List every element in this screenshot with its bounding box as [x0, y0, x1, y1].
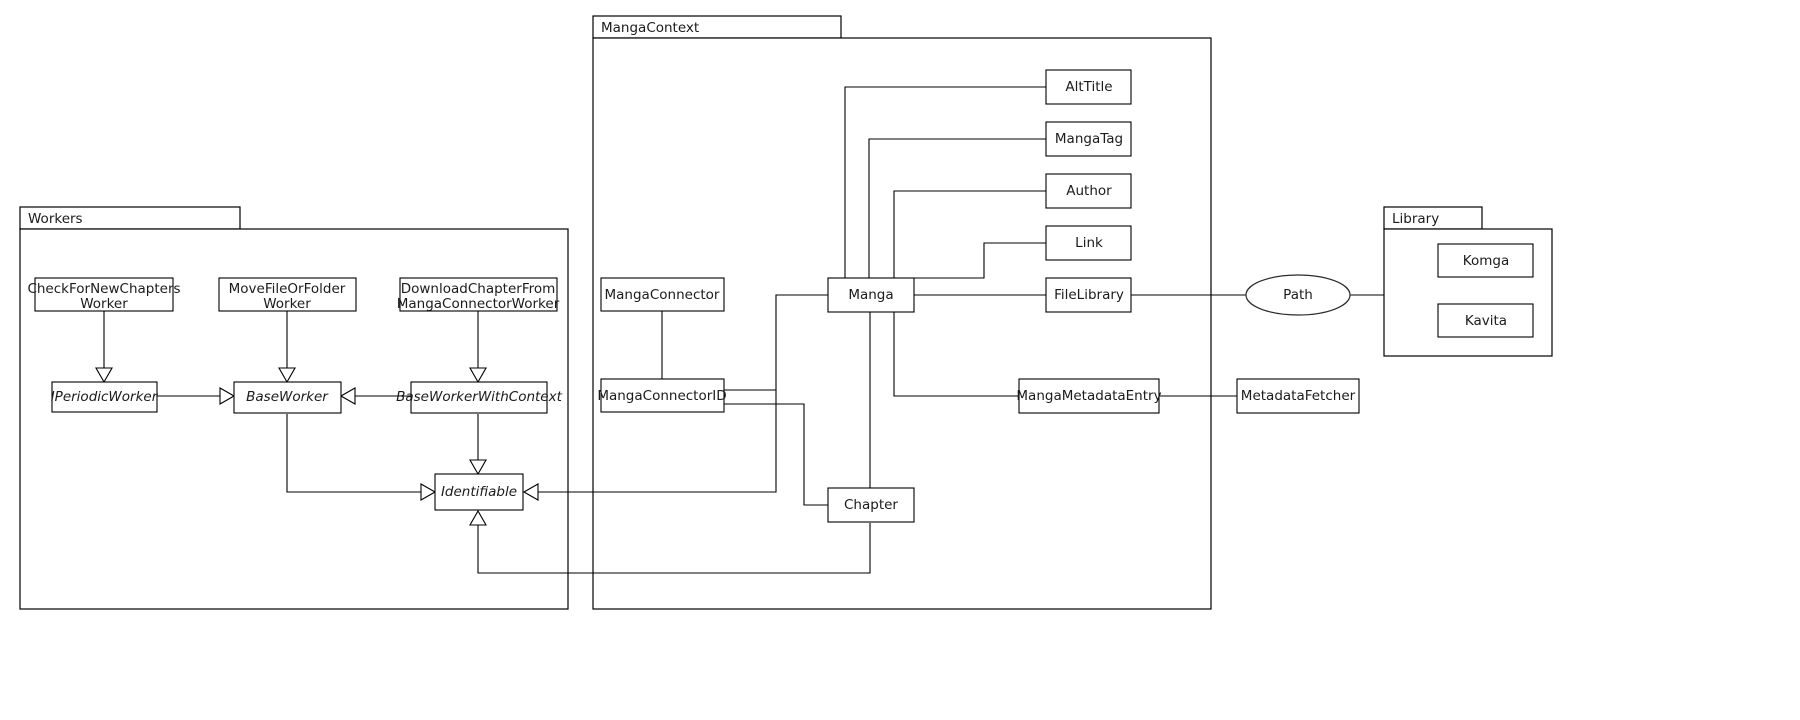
package-workers-label: Workers: [28, 211, 83, 227]
class-box[interactable]: [1045, 225, 1132, 261]
edge-manga-to-author: [893, 190, 1046, 278]
class-link[interactable]: Link: [1045, 225, 1132, 261]
class-komga[interactable]: Komga: [1437, 243, 1534, 278]
class-identifiable[interactable]: Identifiable: [434, 473, 524, 511]
class-label-line2: MangaConnectorWorker: [397, 296, 560, 312]
package-mangacontext-label: MangaContext: [601, 20, 699, 36]
class-label-line1: MangaConnectorID: [597, 388, 726, 404]
class-box[interactable]: [1045, 121, 1132, 157]
class-box[interactable]: [1437, 243, 1534, 278]
arrowhead-baseworker-top: [278, 367, 296, 384]
class-box[interactable]: [1045, 277, 1132, 313]
class-label-line1: FileLibrary: [1054, 287, 1124, 303]
class-filelibrary[interactable]: FileLibrary: [1045, 277, 1132, 313]
class-box[interactable]: [1236, 378, 1360, 414]
edge-chapter-to-identifiable: [477, 519, 871, 574]
path-label: Path: [1283, 287, 1313, 303]
edge-mangaconnectorid-to-manga: [724, 294, 828, 391]
class-mangametadataentry[interactable]: MangaMetadataEntry: [1016, 378, 1162, 414]
path-ellipse[interactable]: [1245, 274, 1351, 316]
class-box[interactable]: [399, 277, 558, 312]
arrowhead-layer: [95, 367, 539, 526]
arrowhead-identifiable-bottom: [469, 509, 487, 526]
class-mangaconnectorid[interactable]: MangaConnectorID: [597, 378, 727, 413]
class-label-line1: Kavita: [1465, 313, 1507, 329]
class-metadatafetcher[interactable]: MetadataFetcher: [1236, 378, 1360, 414]
class-move-file-or-folder-worker[interactable]: MoveFileOrFolder Worker: [218, 277, 357, 312]
class-label-line1: MangaTag: [1055, 131, 1123, 147]
class-kavita[interactable]: Kavita: [1437, 303, 1534, 338]
class-box[interactable]: [827, 277, 915, 313]
arrowhead-baseworker-right: [339, 387, 356, 405]
class-label-line1: MangaConnector: [605, 287, 720, 303]
arrowhead-identifiable-top: [469, 459, 487, 476]
arrowhead-iperiodicworker-top: [95, 367, 113, 384]
class-baseworker[interactable]: BaseWorker: [233, 381, 342, 414]
class-box[interactable]: [410, 381, 548, 414]
edge-layer: [103, 86, 1384, 574]
class-box[interactable]: [1045, 69, 1132, 105]
class-box[interactable]: [600, 378, 725, 413]
class-box[interactable]: [434, 473, 524, 511]
arrowhead-baseworker-left: [219, 387, 236, 405]
class-alttitle[interactable]: AltTitle: [1045, 69, 1132, 105]
class-download-chapter-from-manga-connector-worker[interactable]: DownloadChapterFrom MangaConnectorWorker: [397, 277, 560, 312]
class-label-line1: MoveFileOrFolder: [229, 281, 346, 297]
class-label-line1: CheckForNewChapters: [27, 281, 180, 297]
class-label-line1: DownloadChapterFrom: [401, 281, 556, 297]
class-box[interactable]: [1437, 303, 1534, 338]
class-mangatag[interactable]: MangaTag: [1045, 121, 1132, 157]
class-box[interactable]: [1018, 378, 1160, 414]
edge-manga-to-link: [914, 242, 1046, 279]
class-label-line2: Worker: [263, 296, 311, 312]
class-box[interactable]: [218, 277, 357, 312]
class-label-line1: Manga: [848, 287, 893, 303]
class-label-line1: IPeriodicWorker: [51, 389, 159, 405]
class-baseworkerwithcontext[interactable]: BaseWorkerWithContext: [396, 381, 563, 414]
arrowhead-identifiable-left: [420, 483, 437, 501]
class-box[interactable]: [827, 487, 915, 523]
class-label-line1: Identifiable: [441, 484, 517, 500]
class-box[interactable]: [233, 381, 342, 414]
class-check-for-new-chapters-worker[interactable]: CheckForNewChapters Worker: [27, 277, 181, 312]
class-label-line1: AltTitle: [1065, 79, 1112, 95]
class-label-line1: BaseWorkerWithContext: [396, 389, 562, 405]
class-box[interactable]: [600, 277, 725, 312]
edge-manga-to-alttitle: [844, 86, 1046, 278]
edge-manga-to-mangametadataentry: [893, 312, 1019, 397]
edge-manga-to-mangatag: [868, 138, 1046, 278]
package-library-label: Library: [1392, 211, 1439, 227]
edge-mangaconnectorid-to-identifiable: [537, 390, 777, 493]
class-label-line2: Worker: [80, 296, 128, 312]
class-label-line1: BaseWorker: [246, 389, 329, 405]
class-label-line1: Author: [1066, 183, 1112, 199]
class-author[interactable]: Author: [1045, 173, 1132, 209]
class-box[interactable]: [1045, 173, 1132, 209]
class-label-line1: MetadataFetcher: [1241, 388, 1356, 404]
edge-baseworker-to-identifiable: [286, 414, 422, 493]
class-iperiodicworker[interactable]: IPeriodicWorker: [51, 381, 159, 413]
edge-mangaconnectorid-to-chapter: [724, 403, 828, 506]
class-box[interactable]: [34, 277, 174, 312]
node-path[interactable]: Path: [1245, 274, 1351, 316]
arrowhead-baseworkerwithcontext-top: [469, 367, 487, 384]
class-chapter[interactable]: Chapter: [827, 487, 915, 523]
class-manga[interactable]: Manga: [827, 277, 915, 313]
class-label-line1: MangaMetadataEntry: [1016, 388, 1161, 404]
class-box[interactable]: [51, 381, 158, 413]
class-label-line1: Link: [1075, 235, 1103, 251]
class-mangaconnector[interactable]: MangaConnector: [600, 277, 725, 312]
class-label-line1: Komga: [1463, 253, 1509, 269]
class-label-line1: Chapter: [844, 497, 898, 513]
arrowhead-identifiable-right: [522, 483, 539, 501]
